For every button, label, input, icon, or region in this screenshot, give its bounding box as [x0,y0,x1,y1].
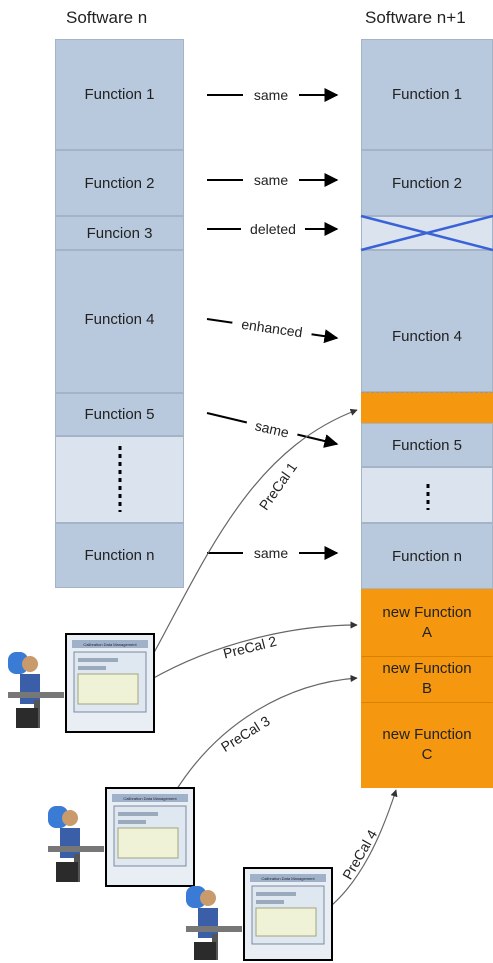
arrow-label-same-n: same [254,545,288,561]
precal-1-curve: PreCal 1 [149,408,358,661]
workstation-1-icon: Calibration Data Management [8,633,155,733]
precal-2-label: PreCal 2 [221,633,278,662]
precal-3-curve: PreCal 3 [174,674,358,793]
arrow-label-same-1: same [254,87,288,103]
arrow-label-deleted: deleted [250,221,296,237]
left-function-n: Function n [55,523,184,588]
workstation-3-icon: Calibration Data Management [186,867,333,961]
precal-2-curve: PreCal 2 [149,621,358,681]
workstation-2-icon: Calibration Data Management [48,787,195,887]
deleted-cross-icon [360,214,493,252]
right-precal-1-block [361,392,493,423]
right-function-4: Function 4 [361,250,493,392]
precal-4-curve: PreCal 4 [331,789,398,906]
precal-4-label: PreCal 4 [339,827,380,882]
arrow-label-enhanced: enhanced [240,316,303,340]
right-function-1: Function 1 [361,39,493,150]
right-function-2: Function 2 [361,150,493,216]
workstation-3-screen-title: Calibration Data Management [261,876,315,881]
right-function-5: Function 5 [361,423,493,467]
workstation-2-screen-title: Calibration Data Management [123,796,177,801]
right-new-function-a: new Function A [361,589,493,656]
precal-3-label: PreCal 3 [218,712,273,755]
left-function-1: Function 1 [55,39,184,150]
arrow-enhanced: enhanced [206,313,339,344]
arrow-same-5: same [206,412,339,448]
left-function-3: Funcion 3 [55,216,184,250]
arrow-label-same-5: same [254,417,291,440]
arrow-same-n: same [207,544,339,561]
software-n-title: Software n [66,8,148,27]
left-function-5: Function 5 [55,393,184,436]
precal-1-label: PreCal 1 [256,459,300,513]
software-n-plus-1-title: Software n+1 [365,8,466,27]
arrow-same-2: same [207,171,339,188]
arrow-same-1: same [207,86,339,103]
arrow-label-same-2: same [254,172,288,188]
left-function-4: Function 4 [55,250,184,393]
right-new-function-c: new Function C [361,702,493,788]
arrow-deleted: deleted [207,220,339,237]
workstation-1-screen-title: Calibration Data Management [83,642,137,647]
right-new-function-b: new Function B [361,656,493,702]
left-function-2: Function 2 [55,150,184,216]
